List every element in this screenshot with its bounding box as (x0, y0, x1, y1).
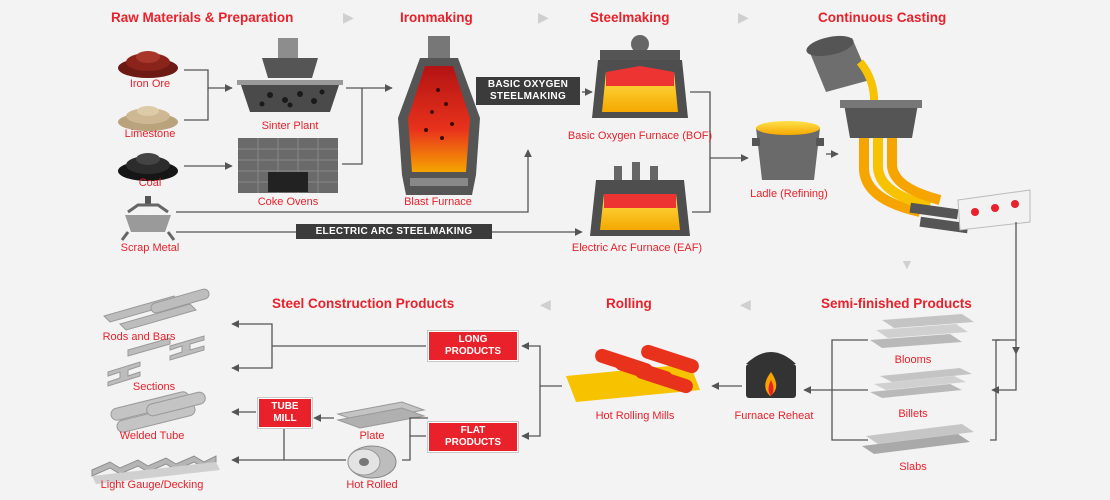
section-steel-construction: Steel Construction Products (272, 296, 455, 311)
label-welded-tube: Welded Tube (119, 430, 185, 442)
billets-icon (870, 368, 972, 398)
label-ladle: Ladle (Refining) (750, 188, 828, 200)
rods-and-bars-icon (103, 288, 210, 331)
section-continuous-casting: Continuous Casting (818, 10, 947, 25)
label-blast-furnace: Blast Furnace (404, 196, 472, 208)
electric-arc-steelmaking-box: ELECTRIC ARC STEELMAKING (296, 224, 492, 239)
label-iron-ore: Iron Ore (129, 78, 171, 90)
blast-furnace-icon (398, 36, 480, 195)
plate-icon (336, 401, 426, 429)
chevron-right-icon: ▶ (343, 9, 354, 25)
label-sinter-plant: Sinter Plant (261, 120, 319, 132)
section-semi-finished: Semi-finished Products (821, 296, 972, 311)
blooms-icon (870, 314, 974, 348)
bof-furnace-icon (592, 35, 688, 118)
hot-rolling-mills-icon (566, 344, 700, 402)
tube-mill-box: TUBE MILL (258, 398, 312, 428)
label-billets: Billets (898, 408, 928, 420)
long-line2: PRODUCTS (444, 346, 502, 357)
basic-oxygen-steelmaking-box: BASIC OXYGEN STEELMAKING (476, 77, 580, 105)
iron-ore-pile-icon (118, 51, 178, 78)
chevron-right-icon: ▶ (538, 9, 549, 25)
label-bof: Basic Oxygen Furnace (BOF) (567, 130, 713, 142)
label-light-gauge-decking: Light Gauge/Decking (100, 479, 204, 491)
sinter-plant-icon (237, 38, 343, 112)
label-eaf: Electric Arc Furnace (EAF) (571, 242, 703, 254)
furnace-reheat-icon (746, 352, 796, 398)
label-hot-rolling-mills: Hot Rolling Mills (595, 410, 675, 422)
chevron-down-icon: ▼ (900, 256, 914, 272)
section-raw-materials: Raw Materials & Preparation (111, 10, 294, 25)
section-rolling: Rolling (606, 296, 652, 311)
chevron-right-icon: ▶ (738, 9, 749, 25)
welded-tube-icon (110, 391, 206, 433)
long-line1: LONG (458, 334, 488, 345)
hot-rolled-coil-icon (347, 445, 397, 479)
limestone-pile-icon (118, 106, 178, 131)
section-ironmaking: Ironmaking (400, 10, 473, 25)
label-plate: Plate (359, 430, 385, 442)
sections-icon (107, 335, 205, 387)
label-slabs: Slabs (899, 461, 927, 473)
tube-line2: MILL (273, 413, 297, 424)
chevron-left-icon: ◀ (540, 296, 551, 312)
section-steelmaking: Steelmaking (590, 10, 670, 25)
long-products-box: LONG PRODUCTS (428, 331, 518, 361)
flat-products-box: FLAT PRODUCTS (428, 422, 518, 452)
eaf-furnace-icon (590, 162, 690, 236)
label-hot-rolled: Hot Rolled (346, 479, 398, 491)
label-rods-and-bars: Rods and Bars (102, 331, 176, 343)
bos-line1: BASIC OXYGEN (487, 79, 569, 90)
scrap-metal-crane-icon (120, 196, 176, 241)
light-gauge-decking-icon (91, 455, 220, 484)
coke-ovens-icon (238, 138, 338, 193)
label-coke-ovens: Coke Ovens (257, 196, 319, 208)
eas-label: ELECTRIC ARC STEELMAKING (315, 225, 473, 237)
coal-pile-icon (118, 153, 178, 181)
flat-line1: FLAT (460, 425, 486, 436)
chevron-left-icon: ◀ (740, 296, 751, 312)
label-furnace-reheat: Furnace Reheat (734, 410, 814, 422)
slabs-icon (862, 424, 974, 454)
label-blooms: Blooms (894, 354, 932, 366)
bos-line2: STEELMAKING (489, 91, 567, 102)
label-scrap-metal: Scrap Metal (120, 242, 180, 254)
tube-line1: TUBE (271, 401, 299, 412)
label-coal: Coal (138, 177, 162, 189)
label-limestone: Limestone (124, 128, 176, 140)
continuous-casting-icon (806, 35, 1031, 234)
flat-line2: PRODUCTS (444, 437, 502, 448)
ladle-icon (752, 121, 824, 180)
label-sections: Sections (132, 381, 176, 393)
